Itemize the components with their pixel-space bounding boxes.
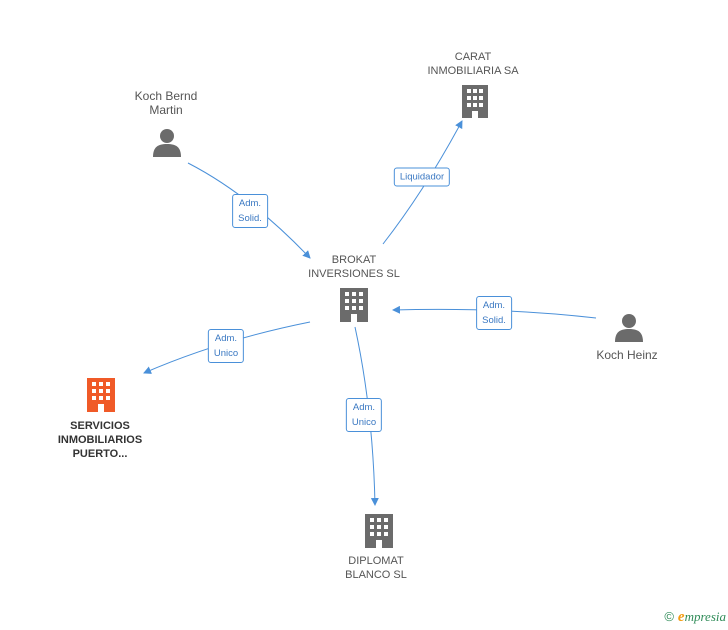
edge-label-brokat-carat: Liquidador [393,167,451,187]
node-label-koch-heinz[interactable]: Koch Heinz [596,348,657,362]
node-label-line: BLANCO SL [345,569,407,581]
edge-label-line: Unico [351,417,377,428]
edge-label-brokat-servicios: Adm. Unico [207,329,245,363]
building-icon[interactable] [462,85,488,118]
node-label-line: INMOBILIARIOS [57,434,143,446]
node-label-diplomat[interactable]: DIPLOMAT BLANCO SL [345,554,407,582]
building-icon[interactable] [340,288,368,322]
node-label-servicios[interactable]: SERVICIOS INMOBILIARIOS PUERTO... [58,419,142,461]
node-label-brokat[interactable]: BROKAT INVERSIONES SL [308,253,400,281]
person-icon[interactable] [153,129,181,157]
node-label-line: Koch Bernd [134,89,198,103]
brand-initial: e [677,609,685,625]
edge-label-line: Solid. [482,315,506,326]
edge-label-koch-heinz-brokat: Adm. Solid. [476,296,512,330]
copyright-symbol: © [664,609,674,624]
edge-label-brokat-diplomat: Adm. Unico [345,398,383,432]
node-label-line: INVERSIONES SL [308,268,400,280]
node-label-line: Koch Heinz [596,348,658,362]
node-label-line: BROKAT [331,254,377,266]
edge-label-line: Adm. [214,333,238,344]
edge-label-line: Adm. [482,300,506,311]
node-label-line: DIPLOMAT [348,555,404,567]
edge-label-koch-bernd-brokat: Adm. Solid. [232,194,268,228]
node-label-line: Martin [149,103,183,117]
node-label-koch-bernd[interactable]: Koch Bernd Martin [135,89,198,117]
edge-label-line: Unico [213,348,239,359]
node-label-carat[interactable]: CARAT INMOBILIARIA SA [427,50,518,78]
empresia-logo[interactable]: ©empresia [664,609,726,626]
node-label-line: PUERTO... [72,448,128,460]
node-label-line: CARAT [454,51,492,63]
edge-label-line: Adm. [352,402,376,413]
node-label-line: SERVICIOS [70,420,130,432]
edge-label-line: Adm. [238,198,262,209]
edge-label-line: Solid. [238,213,262,224]
node-label-line: INMOBILIARIA SA [427,65,519,77]
brand-name: mpresia [684,609,726,624]
edge-label-line: Liquidador [399,171,445,183]
person-icon[interactable] [615,314,643,342]
building-icon[interactable] [87,378,115,412]
building-icon[interactable] [365,514,393,548]
